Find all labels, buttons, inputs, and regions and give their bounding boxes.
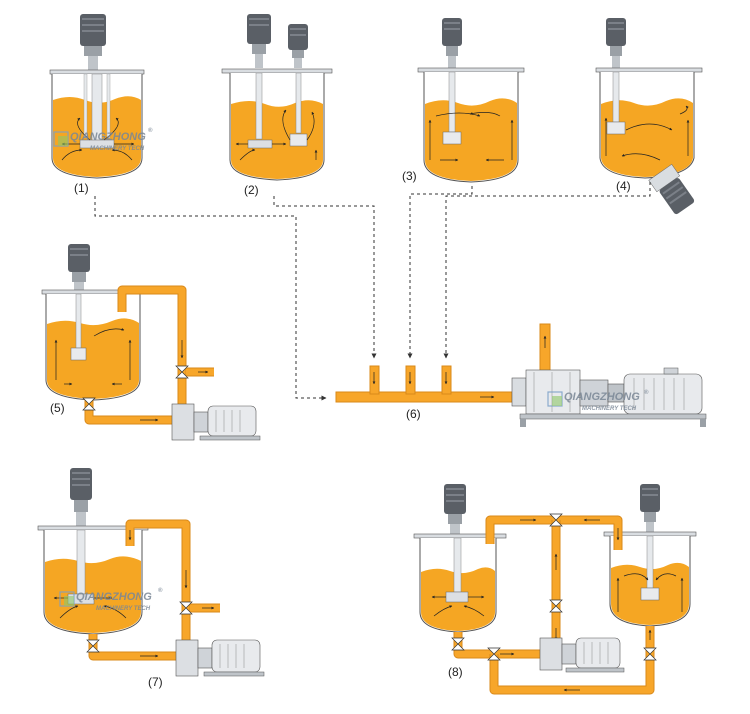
- diagram-label: (1): [74, 181, 89, 195]
- motor-icon: [606, 18, 626, 68]
- valve-icon: [82, 365, 189, 411]
- svg-text:QIANGZHONG: QIANGZHONG: [70, 131, 146, 143]
- motor-icon: [70, 468, 92, 526]
- liquid: [601, 98, 693, 177]
- diagram-label: (4): [616, 179, 631, 193]
- watermark-logo: QIANGZHONG MACHINERY TECH ®: [547, 389, 649, 412]
- watermark-logo: QIANGZHONG MACHINERY TECH ®: [59, 587, 163, 612]
- svg-text:QIANGZHONG: QIANGZHONG: [564, 391, 640, 403]
- tank-lid: [595, 67, 703, 73]
- diagram-label: (3): [402, 169, 417, 183]
- watermark-logo: QIANGZHONG MACHINERY TECH ®: [53, 127, 153, 152]
- diagram-2-dual-shaft-mixer: (2): [221, 14, 333, 197]
- diagram-5-circulation-system: (5): [41, 244, 261, 441]
- motor-icon: [68, 244, 90, 290]
- svg-text:MACHINERY TECH: MACHINERY TECH: [96, 606, 151, 612]
- liquid: [47, 318, 139, 399]
- svg-text:®: ®: [158, 587, 163, 594]
- diagram-1-top-entry-mixer: (1): [49, 14, 145, 195]
- diagram-label: (5): [50, 401, 65, 415]
- svg-text:MACHINERY TECH: MACHINERY TECH: [582, 406, 637, 412]
- pump-icon: [175, 639, 265, 677]
- valve-icon: [86, 601, 193, 653]
- pump-icon: [171, 403, 261, 441]
- svg-text:MACHINERY TECH: MACHINERY TECH: [90, 146, 145, 152]
- svg-text:QIANGZHONG: QIANGZHONG: [76, 591, 152, 603]
- liquid: [231, 100, 323, 179]
- motor-icon: [247, 14, 271, 68]
- svg-text:®: ®: [148, 127, 153, 134]
- diagram-4-bottom-shear-mixer: (4): [595, 18, 703, 215]
- liquid: [425, 98, 517, 181]
- diagram-8-two-tank-system: (8): [413, 484, 697, 695]
- bottom-motor-icon: [648, 163, 695, 215]
- pump-icon: [539, 637, 625, 673]
- motor-icon: [640, 484, 660, 532]
- motor-icon: [442, 18, 462, 68]
- motor-icon: [444, 484, 466, 534]
- tank-lid: [417, 67, 525, 73]
- motor-icon: [288, 24, 308, 68]
- diagram-label: (7): [148, 675, 163, 689]
- diagram-label: (6): [406, 407, 421, 421]
- svg-text:®: ®: [644, 389, 649, 396]
- diagram-3-top-mixer: (3): [402, 18, 525, 183]
- tank-lid: [49, 69, 145, 75]
- dashed-connectors: [94, 182, 651, 401]
- diagram-7-recirculation-homogenizer: (7): [37, 468, 265, 689]
- diagram-label: (2): [244, 183, 259, 197]
- diagram-label: (8): [448, 665, 463, 679]
- diagram-6-inline-mixer: (6): [335, 323, 707, 427]
- valve-icon: [451, 513, 657, 661]
- tank-lid: [221, 68, 333, 74]
- inlet-manifold: [335, 323, 551, 403]
- motor-icon: [80, 14, 106, 70]
